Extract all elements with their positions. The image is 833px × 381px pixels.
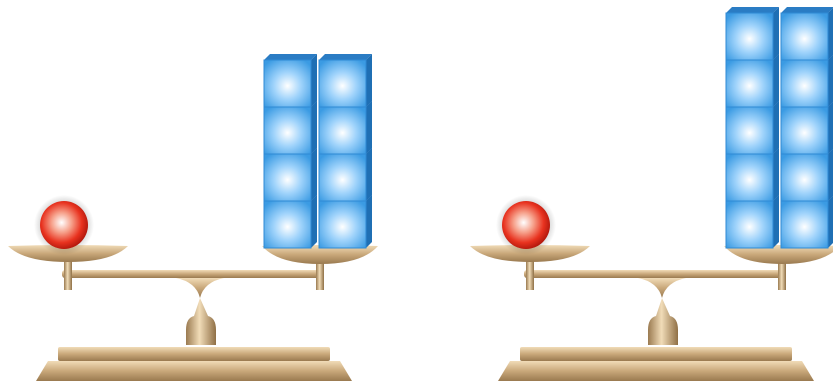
blue-cube-icon xyxy=(781,148,833,201)
blue-cube-icon xyxy=(319,195,372,248)
red-ball-icon xyxy=(502,201,550,249)
scale-beam xyxy=(524,270,786,278)
blue-cube-icon xyxy=(264,195,317,248)
blue-cube-icon xyxy=(319,54,372,107)
left-scale xyxy=(8,54,378,381)
blue-cube-icon xyxy=(319,101,372,154)
blue-cube-icon xyxy=(726,195,779,248)
blue-cube-icon xyxy=(726,148,779,201)
blue-cube-icon xyxy=(781,54,833,107)
scale-pivot xyxy=(638,278,686,298)
blue-cube-icon xyxy=(781,101,833,154)
blue-cube-icon xyxy=(264,148,317,201)
red-ball-icon xyxy=(40,201,88,249)
blue-cube-icon xyxy=(726,7,779,60)
blue-cube-icon xyxy=(781,195,833,248)
blue-cube-icon xyxy=(726,54,779,107)
blue-cube-icon xyxy=(319,148,372,201)
blue-cube-icon xyxy=(726,101,779,154)
scale-base xyxy=(498,361,814,381)
scale-column xyxy=(186,298,216,345)
scale-beam xyxy=(62,270,324,278)
scale-base-top xyxy=(58,347,330,361)
scale-pivot xyxy=(176,278,224,298)
scale-base xyxy=(36,361,352,381)
right-scale xyxy=(470,7,833,381)
scale-column xyxy=(648,298,678,345)
blue-cube-icon xyxy=(781,7,833,60)
scale-base-top xyxy=(520,347,792,361)
blue-cube-icon xyxy=(264,54,317,107)
blue-cube-icon xyxy=(264,101,317,154)
